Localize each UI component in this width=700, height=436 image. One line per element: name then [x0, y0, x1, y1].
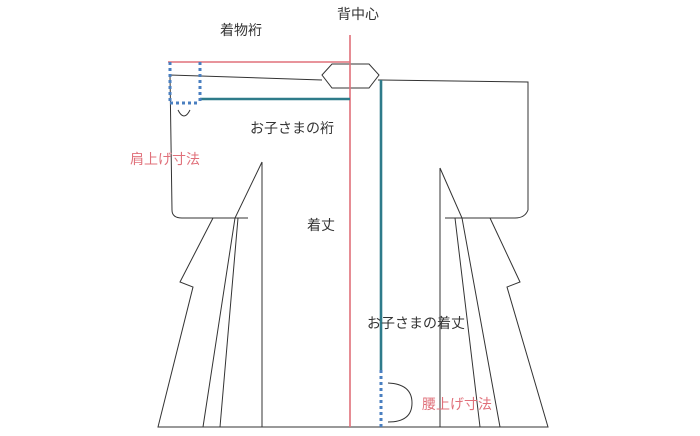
teal-guides	[200, 80, 383, 370]
label-shoulder-tuck: 肩上げ寸法	[130, 152, 200, 168]
waist-tuck-arc	[387, 382, 413, 423]
right-panel-lines	[439, 167, 501, 428]
kimono-outline	[157, 63, 549, 428]
label-waist-tuck: 腰上げ寸法	[422, 397, 492, 413]
label-kitake: 着丈	[307, 218, 335, 234]
shoulder-tuck-arc	[177, 109, 191, 117]
left-body-outline	[157, 217, 350, 428]
label-kimono-yuki: 着物裄	[220, 23, 262, 39]
left-panel-lines	[202, 161, 263, 428]
label-child-kitake: お子さまの着丈	[367, 316, 465, 332]
collar-outline	[321, 63, 380, 89]
right-body-outline	[350, 217, 549, 428]
label-child-yuki: お子さまの裄	[250, 121, 334, 137]
left-sleeve-outline	[169, 74, 323, 219]
dotted-markers	[168, 62, 383, 427]
label-back-center: 背中心	[337, 7, 379, 23]
red-guides	[168, 35, 351, 427]
right-sleeve-outline	[377, 79, 529, 219]
